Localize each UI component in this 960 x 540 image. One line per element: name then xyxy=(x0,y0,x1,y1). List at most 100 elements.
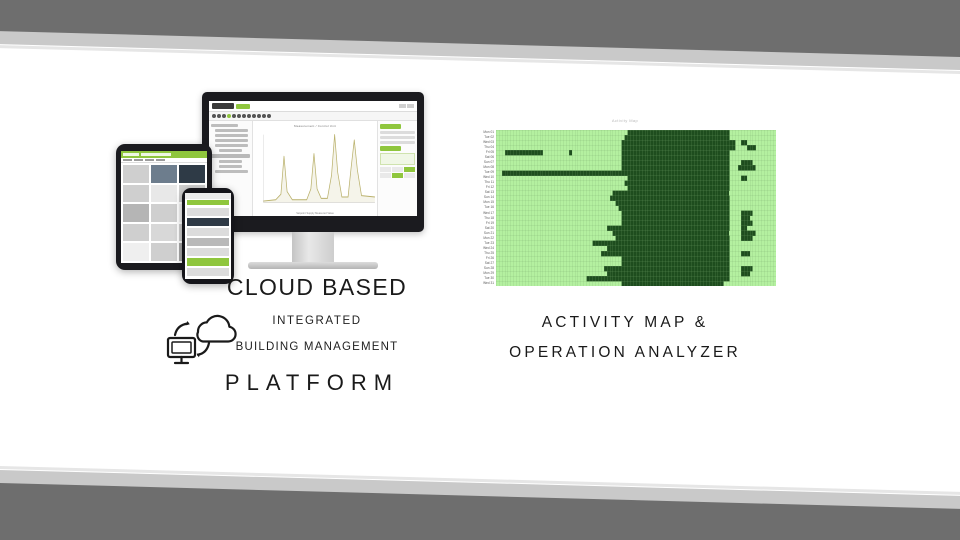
integrated-label: INTEGRATED xyxy=(272,315,362,327)
heatmap-row-label: Sun 07 xyxy=(483,160,494,165)
heatmap-row-label: Mon 22 xyxy=(483,235,494,240)
bottom-diagonal-band-hairline xyxy=(0,463,960,496)
heatmap-row-label: Tue 16 xyxy=(484,205,494,210)
monitor-stand-base xyxy=(248,262,378,269)
heatmap-row-label: Fri 26 xyxy=(485,255,494,260)
panel-accent-chip xyxy=(380,124,401,129)
heatmap-row-label: Thu 18 xyxy=(484,215,494,220)
panel-box xyxy=(380,153,415,165)
toolbar-icon xyxy=(267,114,271,118)
toolbar-icon xyxy=(242,114,246,118)
smartphone-device xyxy=(182,188,234,284)
tree-node xyxy=(211,124,239,127)
toolbar-icon-accent xyxy=(227,114,231,118)
tablet-nav-item xyxy=(156,159,165,161)
toolbar-icon xyxy=(212,114,216,118)
heatmap-row-label: Fri 05 xyxy=(485,150,494,155)
tablet-nav-bar xyxy=(121,158,207,163)
toolbar-icon xyxy=(257,114,261,118)
tree-node xyxy=(215,134,249,137)
bottom-diagonal-band-dark xyxy=(0,479,960,540)
toolbar-icon xyxy=(237,114,241,118)
heatmap-row-label: Sat 06 xyxy=(484,155,494,160)
trend-chart-panel: Measurement / Control Unit Setpoint Supp… xyxy=(253,121,377,216)
heatmap-row-label: Tue 23 xyxy=(484,240,494,245)
app-body: Measurement / Control Unit Setpoint Supp… xyxy=(209,121,417,216)
heatmap-row-label: Wed 31 xyxy=(483,280,494,285)
toolbar-icon xyxy=(217,114,221,118)
heatmap-row-label: Sat 13 xyxy=(484,190,494,195)
top-diagonal-band-light xyxy=(0,30,960,73)
tablet-grid-tile xyxy=(151,184,177,203)
heatmap-row-label: Tue 30 xyxy=(484,275,494,280)
tablet-grid-tile xyxy=(123,243,149,261)
cloud-based-heading: CLOUD BASED xyxy=(226,274,408,300)
app-toolbar xyxy=(209,112,417,121)
panel-field xyxy=(380,141,415,144)
heatmap-row-label: Fri 12 xyxy=(485,185,494,190)
panel-grid-cell xyxy=(380,173,391,178)
tree-node xyxy=(215,144,249,147)
topbar-action-icon xyxy=(399,104,406,108)
app-topbar xyxy=(209,101,417,112)
monitor-bezel: Measurement / Control Unit Setpoint Supp… xyxy=(202,92,424,232)
caption-line-1: ACTIVITY MAP & xyxy=(541,314,709,331)
heatmap-row-label: Wed 24 xyxy=(483,245,494,250)
heatmap-row-label: Sat 20 xyxy=(484,225,494,230)
heatmap-row-label: Sun 21 xyxy=(483,230,494,235)
panel-field xyxy=(380,131,415,134)
tree-node xyxy=(219,149,243,152)
heatmap-row-label: Tue 09 xyxy=(484,170,494,175)
tablet-grid-tile xyxy=(151,223,177,242)
platform-label: PLATFORM xyxy=(224,370,400,395)
heatmap-row-label: Mon 29 xyxy=(483,270,494,275)
phone-status-bar xyxy=(185,193,231,199)
toolbar-icon xyxy=(262,114,266,118)
tablet-grid-tile xyxy=(123,184,149,203)
phone-list-item xyxy=(187,238,229,246)
monitor-stand-neck xyxy=(292,232,334,262)
monitor-screen: Measurement / Control Unit Setpoint Supp… xyxy=(209,101,417,216)
phone-content-list xyxy=(185,206,231,279)
topbar-actions xyxy=(399,104,414,108)
phone-list-item xyxy=(187,218,229,226)
phone-list-item xyxy=(187,258,229,266)
heatmap-row-label: Wed 17 xyxy=(483,210,494,215)
heatmap-row-label: Tue 02 xyxy=(484,135,494,140)
heatmap-row-label: Sun 28 xyxy=(483,265,494,270)
phone-header-bar xyxy=(187,200,229,205)
activity-map-caption: ACTIVITY MAP & OPERATION ANALYZER xyxy=(462,314,788,362)
tree-node xyxy=(215,170,249,173)
tree-node-selected xyxy=(211,154,250,158)
panel-grid-cell-accent xyxy=(404,167,415,172)
app-logo-icon xyxy=(212,103,234,109)
phone-list-item xyxy=(187,228,229,236)
device-mockup-cluster: Measurement / Control Unit Setpoint Supp… xyxy=(110,88,470,284)
top-diagonal-band-dark xyxy=(0,0,960,61)
trend-chart-title: Measurement / Control Unit xyxy=(294,124,336,128)
topbar-action-icon xyxy=(407,104,414,108)
tree-node xyxy=(219,160,243,163)
tablet-grid-tile xyxy=(123,223,149,242)
tablet-grid-tile xyxy=(151,243,177,261)
panel-button-grid xyxy=(380,167,415,178)
tree-node xyxy=(215,129,249,132)
tablet-grid-tile xyxy=(179,165,205,183)
tablet-nav-item xyxy=(123,159,132,161)
app-logo-accent-icon xyxy=(236,103,250,109)
panel-grid-cell xyxy=(392,167,403,172)
panel-grid-cell-accent xyxy=(392,173,403,178)
cloud-platform-section: Measurement / Control Unit Setpoint Supp… xyxy=(110,88,470,448)
panel-grid-cell xyxy=(380,167,391,172)
toolbar-icon xyxy=(232,114,236,118)
heatmap-grid xyxy=(496,130,776,286)
heatmap-row-label: Thu 04 xyxy=(484,145,494,150)
tablet-grid-tile xyxy=(151,165,177,183)
heatmap-row-label: Wed 10 xyxy=(483,175,494,180)
heatmap-row-label: Mon 15 xyxy=(483,200,494,205)
toolbar-icon xyxy=(252,114,256,118)
trend-chart-legend: Setpoint Supply Measured Value xyxy=(296,212,334,215)
